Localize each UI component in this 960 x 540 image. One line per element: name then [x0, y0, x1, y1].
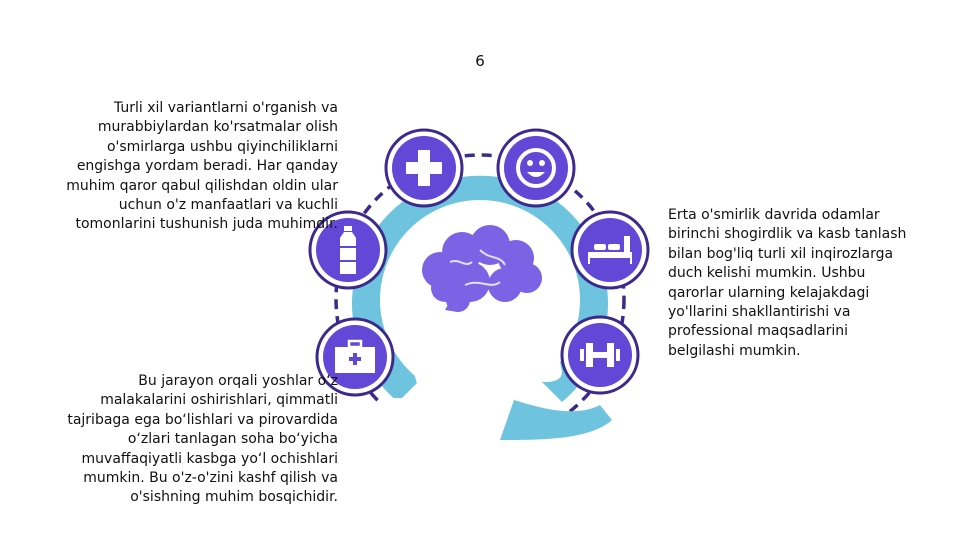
text-line: professional maqsadlarini [668, 323, 849, 340]
text-top-left: Turli xil variantlarni o'rganish va mura… [66, 99, 338, 235]
dumbbell-icon [560, 315, 640, 395]
plus-icon [384, 128, 464, 208]
icon-circles [308, 128, 650, 397]
text-line: Bu jarayon orqali yoshlar o‘z [138, 373, 338, 389]
text-line: o'smirlarga ushbu qiyinchiliklarni [106, 138, 338, 155]
text-line: mumkin. Bu o'z-o'zini kashf qilish va [83, 470, 338, 487]
text-bottom-left: Bu jarayon orqali yoshlar o‘z malakalari… [67, 372, 338, 508]
text-line: muvaffaqiyatli kasbga yo‘l ochishlari [81, 450, 338, 467]
brain-icon [422, 225, 542, 312]
text-line: muhim qaror qabul qilishdan oldin ular [66, 177, 338, 194]
text-line: bilan bog'liq turli xil inqirozlarga [668, 245, 894, 262]
text-line: o‘zlari tanlagan soha bo‘yicha [127, 431, 338, 448]
smiley-icon [496, 128, 576, 208]
text-line: Erta o'smirlik davrida odamlar [668, 207, 880, 223]
text-line: tajribaga ega bo‘lishlari va pirovardida [67, 411, 338, 428]
text-line: uchun o'z manfaatlari va kuchli [118, 197, 338, 214]
medkit-icon [315, 317, 395, 397]
text-line: belgilashi mumkin. [668, 342, 801, 359]
text-line: o'sishning muhim bosqichidir. [130, 489, 338, 506]
text-line: birinchi shogirdlik va kasb tanlash [668, 226, 907, 243]
page-number: 6 [475, 52, 485, 70]
text-right: Erta o'smirlik davrida odamlar birinchi … [668, 206, 906, 361]
text-line: engishga yordam beradi. Har qanday [76, 158, 338, 175]
bed-icon [570, 210, 650, 290]
bottle-icon [308, 210, 388, 290]
text-line: duch kelishi mumkin. Ushbu [668, 265, 866, 282]
text-line: yo'llarini shakllantirishi va [668, 304, 851, 321]
text-line: tomonlarini tushunish juda muhimdir. [75, 216, 338, 233]
text-line: malakalarini oshirishlari, qimmatli [100, 392, 338, 409]
text-line: qarorlar ularning kelajakdagi [668, 284, 870, 301]
text-line: murabbiylardan ko'rsatmalar olish [97, 119, 338, 136]
text-line: Turli xil variantlarni o'rganish va [113, 100, 338, 116]
